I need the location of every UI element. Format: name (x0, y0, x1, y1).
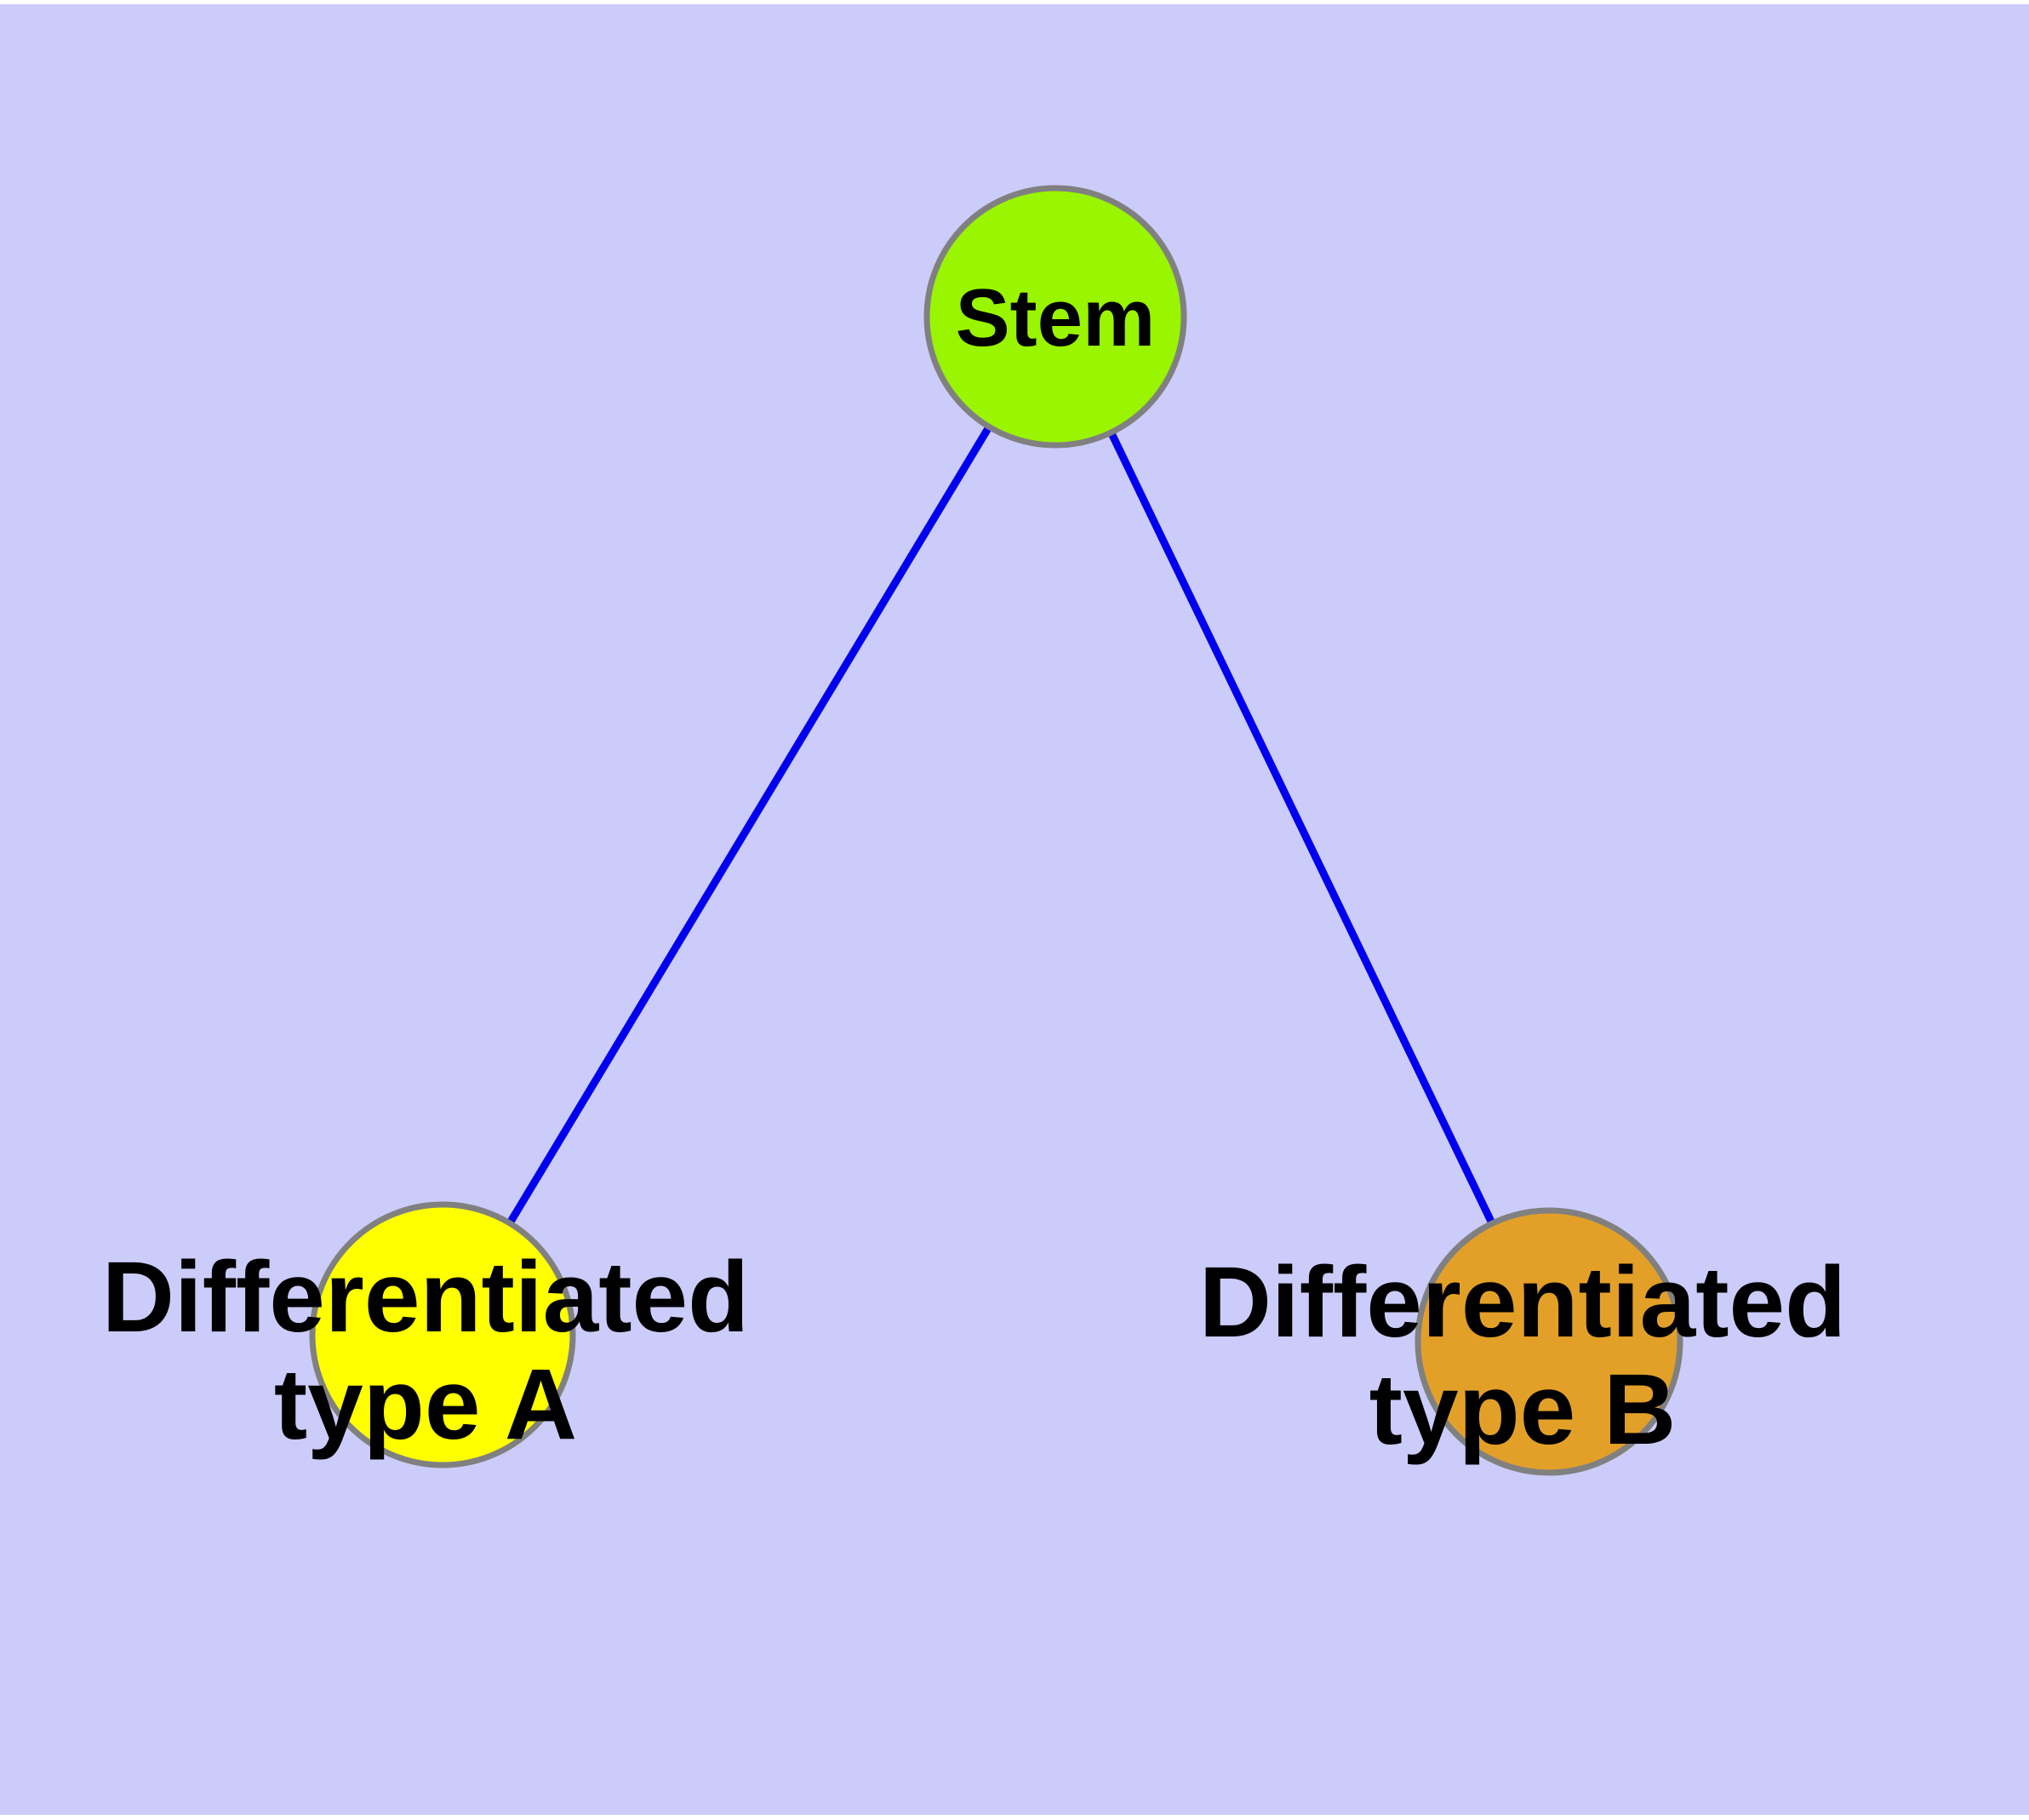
node-circle-diff_b[interactable] (1415, 1207, 1683, 1476)
node-label-line: Differentiated (102, 1241, 750, 1354)
node-label-line: Differentiated (1199, 1246, 1847, 1359)
node-label-line: Stem (956, 272, 1156, 363)
graph-edge-stem-to-diff-b[interactable] (1051, 315, 1553, 1343)
graph-node-diff_a[interactable] (309, 1201, 576, 1468)
graph-node-stem[interactable] (923, 185, 1187, 449)
edge-layer (439, 314, 1553, 1343)
node-label-line: type A (274, 1348, 577, 1461)
node-circle-diff_a[interactable] (309, 1201, 576, 1468)
node-label-line: type B (1369, 1354, 1677, 1466)
node-label-stem: Stem (956, 272, 1156, 363)
graph-node-diff_b[interactable] (1415, 1207, 1683, 1476)
node-circle-stem[interactable] (923, 185, 1187, 449)
graph-edge-stem-to-diff-a[interactable] (439, 314, 1059, 1337)
